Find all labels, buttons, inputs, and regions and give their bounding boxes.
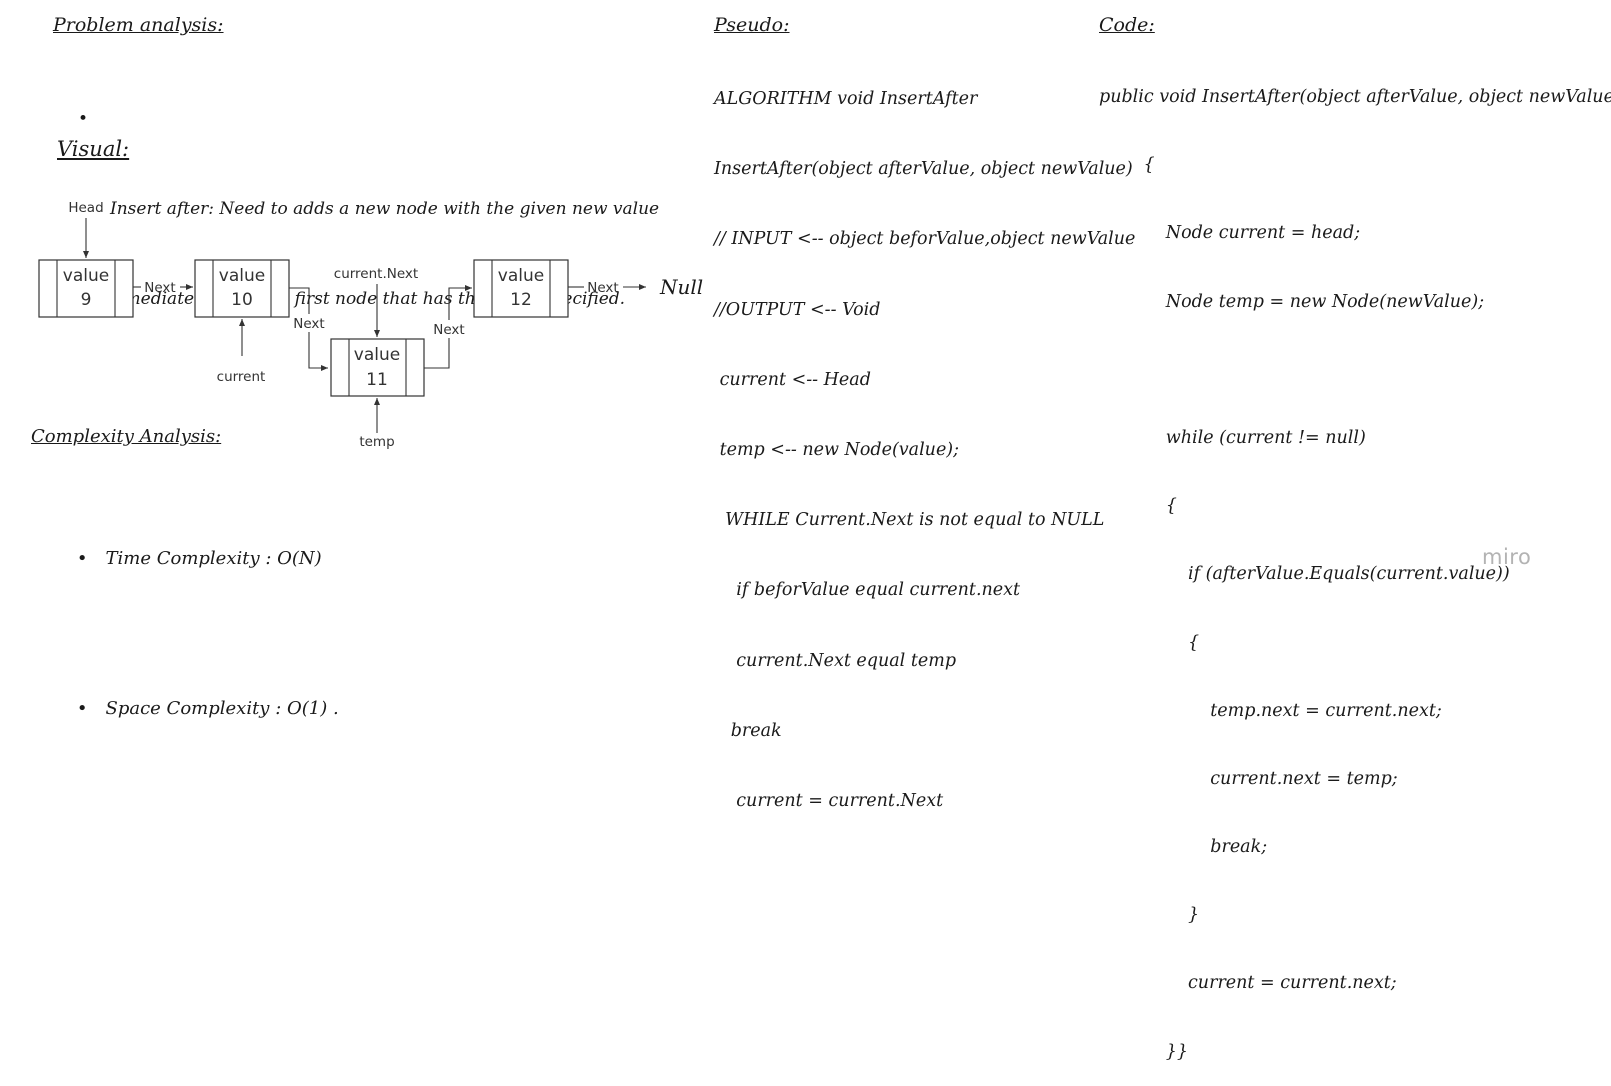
problem-bullet-line-1: Insert after: Need to adds a new node wi… [110, 199, 660, 219]
pseudo-heading: Pseudo: [714, 14, 790, 36]
pseudo-line: current = current.Next [714, 790, 944, 811]
code-line: break; [1099, 837, 1268, 858]
null-label: Null [659, 275, 703, 299]
complexity-list: •Time Complexity : O(N) •Space Complexit… [54, 454, 339, 784]
code-line [1099, 355, 1611, 385]
pseudo-line: temp <-- new Node(value); [714, 439, 960, 460]
pseudo-line: ALGORITHM void InsertAfter [714, 89, 978, 109]
code-line: { [1099, 155, 1155, 176]
head-label: Head [68, 200, 103, 216]
node-11-number: 11 [366, 370, 388, 390]
code-line: if (afterValue.Equals(current.value)) [1099, 564, 1510, 585]
pseudo-line: current.Next equal temp [714, 650, 957, 671]
node-10-number: 10 [231, 290, 253, 310]
current-label: current [217, 369, 266, 385]
complexity-item-space: •Space Complexity : O(1) . [76, 698, 339, 719]
temp-label: temp [359, 434, 394, 450]
node-9-number: 9 [81, 290, 92, 310]
visual-heading: Visual: [57, 137, 130, 161]
code-line: Node temp = new Node(newValue); [1099, 291, 1485, 312]
pseudo-line: break [714, 720, 782, 741]
bullet-dot-icon: • [76, 548, 88, 569]
code-line: while (current != null) [1099, 427, 1366, 448]
code-line: temp.next = current.next; [1099, 700, 1442, 721]
code-line: public void InsertAfter(object afterValu… [1099, 87, 1611, 107]
code-line: { [1099, 496, 1177, 517]
code-line: } [1099, 905, 1200, 926]
code-line: { [1099, 632, 1200, 653]
next-label-3: Next [433, 322, 464, 338]
bullet-dot-icon: • [76, 698, 88, 719]
pseudo-line: // INPUT <-- object beforValue,object ne… [714, 229, 1136, 250]
current-next-label: current.Next [334, 266, 418, 282]
node-12-word: value [498, 266, 544, 286]
code-heading: Code: [1099, 14, 1155, 36]
node-10: value 10 [194, 259, 290, 318]
next-label-2-bg [290, 314, 328, 332]
pseudo-line: current <-- Head [714, 369, 871, 390]
complexity-item-time: •Time Complexity : O(N) [76, 548, 322, 569]
code-line: current.next = temp; [1099, 768, 1398, 789]
next-label-1: Next [144, 280, 175, 296]
node-11: value 11 [330, 338, 425, 397]
node-12-number: 12 [510, 290, 532, 310]
linked-list-diagram: Head value 9 Next value 10 current Next … [38, 200, 703, 450]
code-block: public void InsertAfter(object afterValu… [1099, 44, 1611, 1086]
node-9: value 9 [38, 259, 134, 318]
node-10-word: value [219, 266, 265, 286]
miro-logo: miro [1482, 545, 1532, 569]
node-11-word: value [354, 345, 400, 365]
next-label-2: Next [293, 316, 324, 332]
node-9-word: value [63, 266, 109, 286]
complexity-heading: Complexity Analysis: [31, 426, 222, 447]
code-line: }} [1099, 1041, 1189, 1062]
bullet-dot-icon: • [78, 109, 89, 129]
pseudo-code-block: ALGORITHM void InsertAfter InsertAfter(o… [714, 44, 1135, 836]
code-line: current = current.next; [1099, 973, 1397, 994]
next-label-3-bg [430, 320, 468, 338]
problem-analysis-heading: Problem analysis: [53, 14, 224, 36]
pseudo-line: if beforValue equal current.next [714, 580, 1021, 601]
next-label-4: Next [587, 280, 618, 296]
code-line: Node current = head; [1099, 223, 1361, 244]
pseudo-line: //OUTPUT <-- Void [714, 299, 881, 320]
node-12: value 12 [473, 259, 569, 318]
pseudo-line: WHILE Current.Next is not equal to NULL [714, 510, 1105, 531]
pseudo-line: InsertAfter(object afterValue, object ne… [714, 159, 1133, 180]
